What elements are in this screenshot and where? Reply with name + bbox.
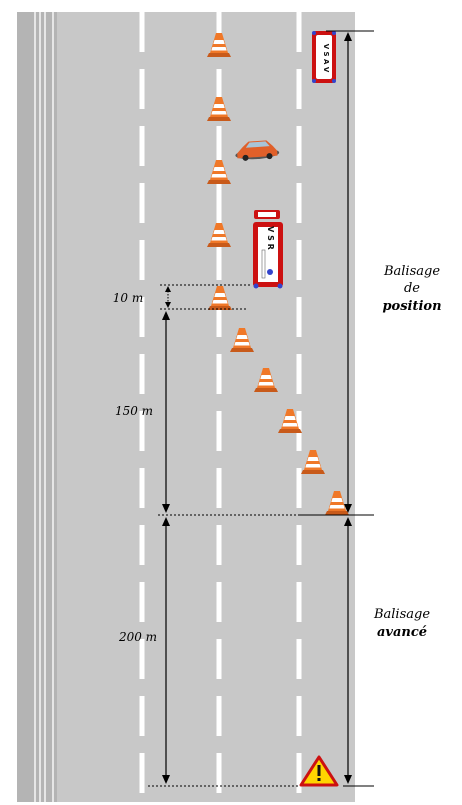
edge-line	[52, 12, 54, 802]
advance-zone-arrow	[344, 517, 352, 784]
position-zone-arrow	[344, 32, 352, 513]
distance-label-10m: 10 m	[113, 291, 143, 305]
road-surface	[17, 12, 355, 802]
dimension-10m-arrow	[165, 286, 171, 308]
vsav-vehicle-icon: V S A V	[312, 31, 336, 83]
dimension-150m-arrow	[162, 311, 170, 513]
shoulder-line	[44, 12, 46, 802]
position-zone-label-line1: Balisage	[383, 264, 440, 279]
dimension-200m-arrow	[162, 517, 170, 784]
advance-zone-label-line2: avancé	[377, 625, 427, 640]
position-zone-label-line3: position	[382, 299, 441, 314]
position-zone-label-line2: de	[404, 281, 420, 296]
car-icon	[235, 140, 280, 161]
vsr-vehicle-icon: V S R	[253, 210, 283, 289]
shoulder-line	[34, 12, 36, 802]
distance-label-200m: 200 m	[118, 630, 157, 644]
vsav-label: V S A V	[322, 44, 330, 73]
warning-triangle-icon	[299, 755, 339, 787]
vsr-label: V S R	[266, 226, 275, 250]
shoulder-line	[39, 12, 41, 802]
shoulder	[17, 12, 57, 802]
advance-zone-label-line1: Balisage	[373, 607, 430, 622]
distance-label-150m: 150 m	[115, 404, 153, 418]
